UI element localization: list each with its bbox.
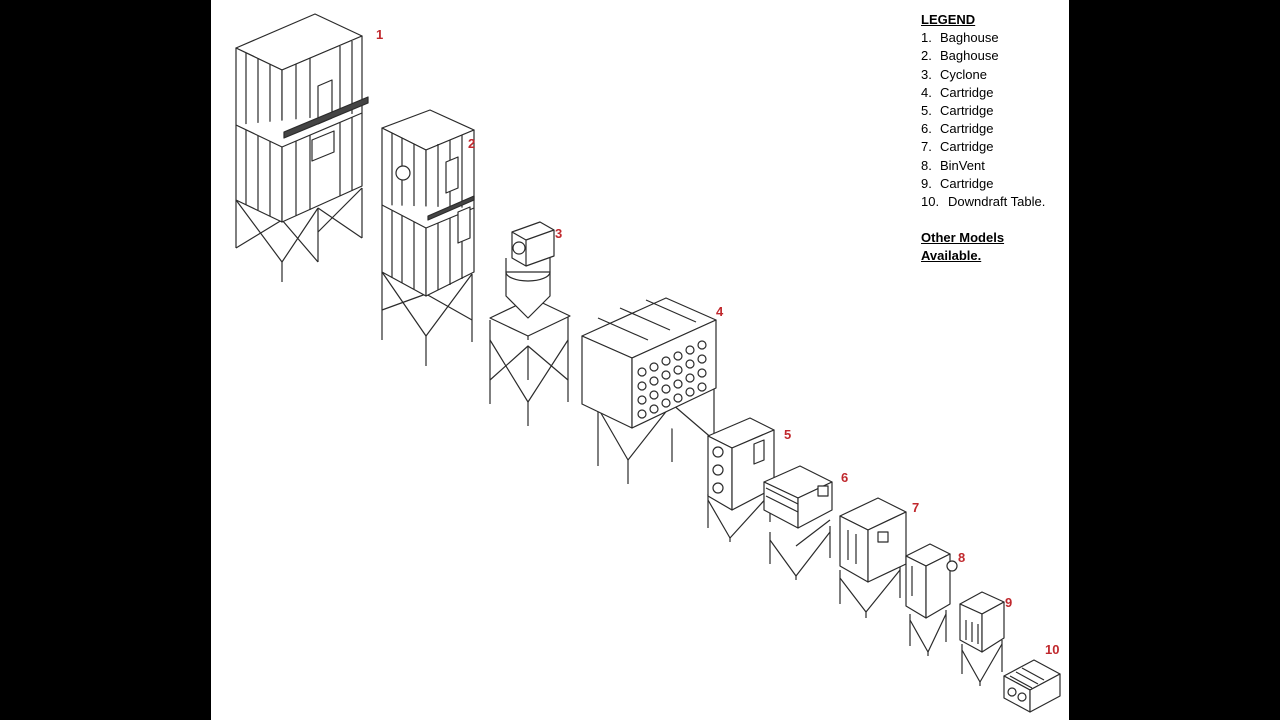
callout-8: 8: [958, 550, 966, 565]
callout-5: 5: [784, 427, 792, 442]
legend-item-label: Cartridge: [940, 175, 994, 191]
callout-7: 7: [912, 500, 920, 515]
legend-item-label: Cartridge: [940, 121, 994, 137]
callout-2: 2: [468, 136, 476, 151]
unit-6-cartridge: [763, 465, 833, 580]
unit-7-cartridge: [839, 497, 907, 618]
legend-item: 6. Cartridge: [921, 120, 1045, 138]
legend-item-number: 6.: [921, 121, 932, 137]
legend-item-number: 5.: [921, 103, 932, 119]
other-models-note: Other Models Available.: [921, 229, 1045, 265]
unit-1-baghouse: [235, 13, 369, 282]
legend-item: 5. Cartridge: [921, 102, 1045, 120]
callout-9: 9: [1005, 595, 1013, 610]
legend-item-label: Baghouse: [940, 48, 999, 64]
unit-2-baghouse: [381, 109, 475, 366]
unit-5-cartridge: [707, 417, 775, 542]
legend-item: 2. Baghouse: [921, 47, 1045, 65]
callout-1: 1: [376, 27, 384, 42]
legend-item: 10. Downdraft Table.: [921, 193, 1045, 211]
legend-item-label: Cyclone: [940, 66, 987, 82]
legend-item-number: 2.: [921, 48, 932, 64]
legend-title: LEGEND: [921, 12, 976, 27]
legend-item: 8. BinVent: [921, 157, 1045, 175]
legend-item-number: 8.: [921, 157, 932, 173]
legend-item-number: 10.: [921, 194, 940, 210]
unit-8-binvent: [905, 543, 958, 656]
legend-item-label: Downdraft Table.: [948, 194, 1046, 210]
other-models-line: Other Models: [921, 230, 1005, 246]
legend-item-number: 1.: [921, 30, 932, 46]
legend-item: 3. Cyclone: [921, 66, 1045, 84]
unit-3-cyclone: [489, 221, 571, 426]
legend-item-label: Cartridge: [940, 103, 994, 119]
callout-3: 3: [555, 226, 563, 241]
legend-item: 7. Cartridge: [921, 138, 1045, 156]
legend-item-number: 4.: [921, 84, 932, 100]
unit-9-cartridge: [959, 591, 1005, 686]
legend-item: 4. Cartridge: [921, 84, 1045, 102]
unit-10-downdraft-table: [1003, 659, 1061, 713]
legend-item-number: 3.: [921, 66, 932, 82]
legend-item-label: Baghouse: [940, 30, 999, 46]
legend-item-number: 7.: [921, 139, 932, 155]
legend: LEGEND 1. Baghouse 2. Baghouse 3. Cyclone 4…: [921, 11, 1045, 266]
callout-4: 4: [716, 304, 724, 319]
callout-10: 10: [1045, 642, 1060, 657]
callout-6: 6: [841, 470, 849, 485]
legend-item: 9. Cartridge: [921, 175, 1045, 193]
legend-item-label: BinVent: [940, 157, 985, 173]
legend-item-label: Cartridge: [940, 84, 994, 100]
legend-item: 1. Baghouse: [921, 29, 1045, 47]
unit-4-cartridge: [581, 297, 717, 484]
other-models-line: Available.: [921, 248, 982, 264]
legend-item-number: 9.: [921, 175, 932, 191]
legend-item-label: Cartridge: [940, 139, 994, 155]
